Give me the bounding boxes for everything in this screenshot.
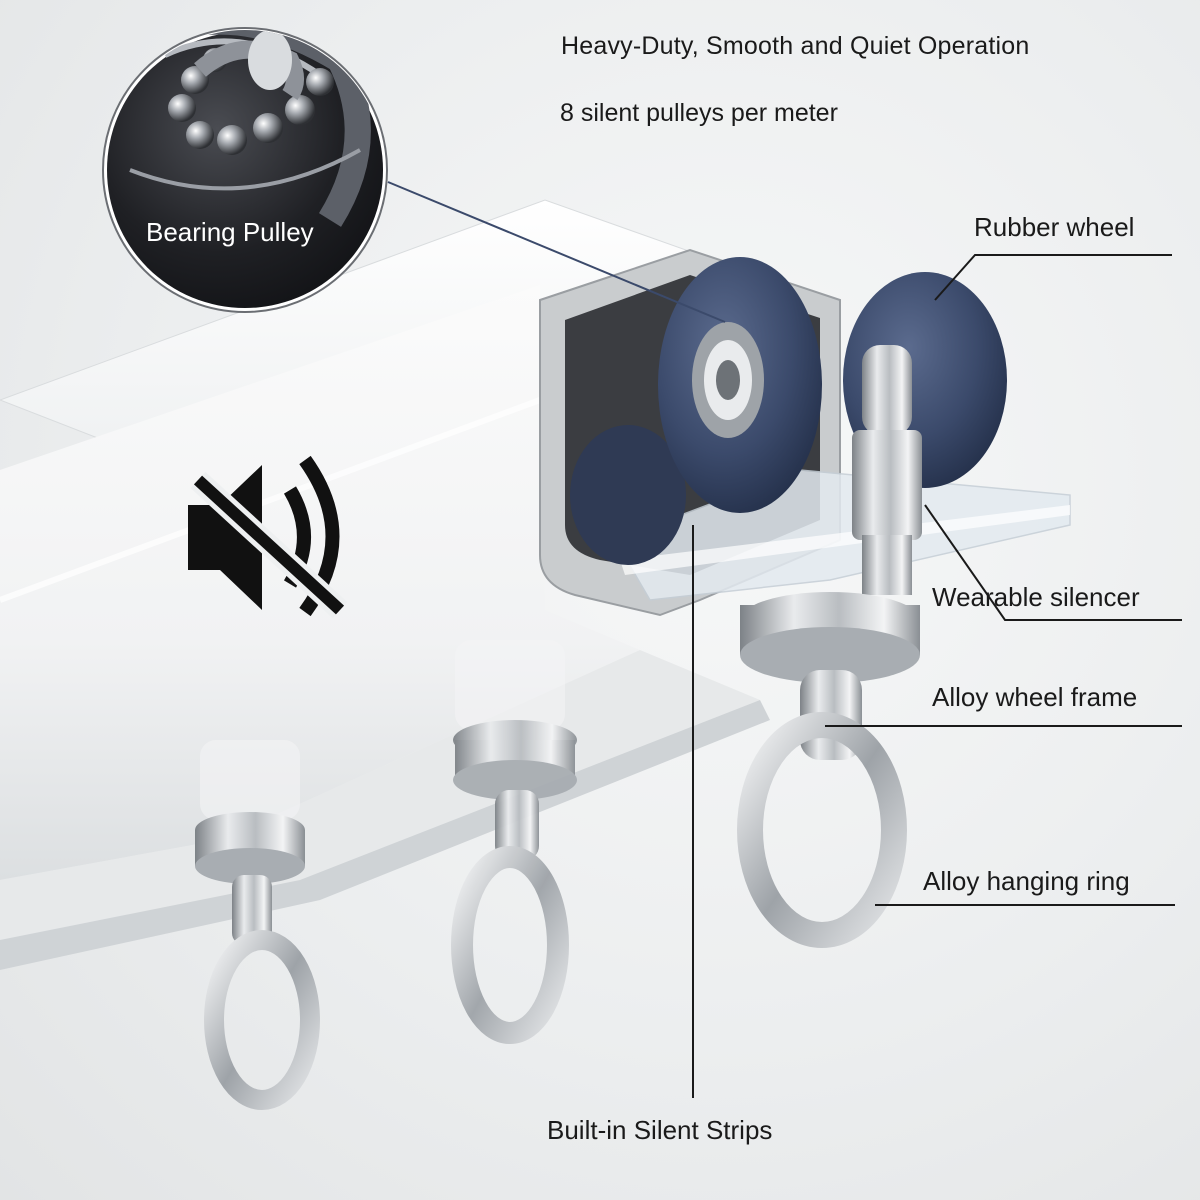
callout-wearable-silencer: Wearable silencer <box>932 582 1140 612</box>
bearing-pulley-inset <box>102 27 388 313</box>
front-rubber-wheel <box>658 257 822 513</box>
callout-rubber-wheel: Rubber wheel <box>974 212 1135 242</box>
alloy-wheel-frame <box>740 345 922 760</box>
callout-alloy-wheel-frame: Alloy wheel frame <box>932 682 1138 712</box>
callout-alloy-hanging-ring: Alloy hanging ring <box>923 866 1130 896</box>
callout-leader-lines <box>387 181 1182 1098</box>
rear-hanger <box>195 740 320 1110</box>
front-hanging-ring <box>737 712 907 948</box>
headline: Heavy-Duty, Smooth and Quiet Operation <box>561 32 1030 60</box>
subheadline: 8 silent pulleys per meter <box>560 99 838 127</box>
callout-built-in-silent-strips: Built-in Silent Strips <box>547 1115 773 1145</box>
middle-hanger <box>451 640 577 1044</box>
speaker-muted-icon <box>188 455 348 619</box>
callout-bearing-pulley: Bearing Pulley <box>146 217 314 247</box>
